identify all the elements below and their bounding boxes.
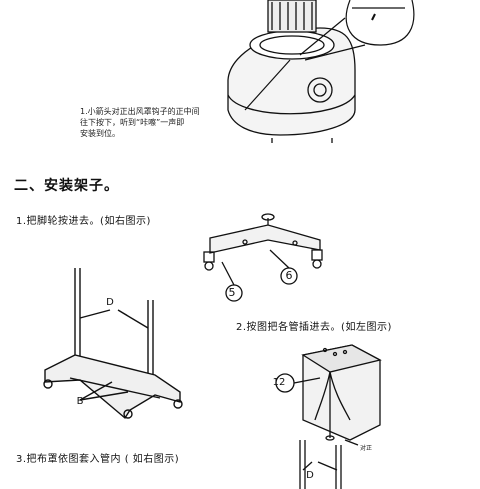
step-3-text: 3.把布罩依图套入管内 ( 如右图示) [16, 454, 180, 465]
callout-d-pole: D [306, 470, 314, 481]
note-line: 安装到位。 [80, 129, 120, 138]
note-line: 1.小箭头对正出风罩钩子的正中间 [80, 107, 200, 116]
callout-b-frame: B [76, 396, 84, 407]
steamer-base-illustration [227, 0, 356, 143]
callout-small-tag: 对正 [360, 445, 373, 452]
callout-12: 12 [272, 377, 286, 388]
note-line: 往下按下，听到“咔嚓”一声即 [80, 118, 185, 127]
installation-note: 1.小箭头对正出风罩钩子的正中间 往下按下，听到“咔嚓”一声即 安装到位。 [80, 106, 250, 139]
callout-d-frame: D [106, 297, 114, 308]
callout-5: 5 [228, 286, 236, 299]
step-2-text: 2.按图把各管插进去。(如左图示) [236, 322, 392, 333]
detail-zoom-illustration [244, 0, 415, 111]
cover-assembly-illustration [275, 344, 382, 489]
frame-stand-illustration [43, 268, 183, 420]
callout-6: 6 [285, 269, 293, 282]
step-1-text: 1.把脚轮按进去。(如右图示) [16, 216, 151, 227]
caster-bar-illustration [203, 213, 323, 302]
section-heading: 二、安装架子。 [14, 178, 119, 194]
